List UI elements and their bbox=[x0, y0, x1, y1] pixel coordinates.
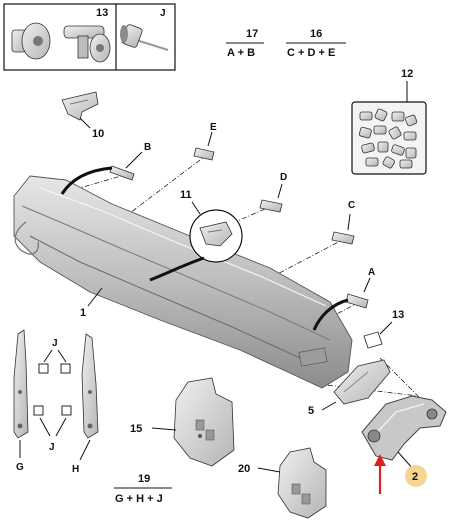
side-bracket-h bbox=[81, 333, 99, 439]
leader-clip-a bbox=[312, 298, 349, 331]
clip-13 bbox=[363, 331, 383, 349]
callout-2: 2 bbox=[412, 471, 418, 483]
callout-17: 17 bbox=[246, 28, 258, 40]
screw-icon bbox=[11, 22, 51, 60]
clip-a bbox=[345, 293, 369, 309]
letter-h: H bbox=[72, 464, 79, 475]
clip-e bbox=[193, 147, 215, 161]
clip-detail-11 bbox=[189, 209, 243, 263]
letter-c: C bbox=[348, 200, 355, 211]
deflector-part-15 bbox=[173, 377, 235, 467]
letter-b: B bbox=[144, 142, 151, 153]
formula-16: C + D + E bbox=[287, 47, 335, 59]
rivet-icon bbox=[120, 24, 169, 51]
clip-d bbox=[259, 199, 283, 213]
bumper-beam-part-1 bbox=[13, 175, 353, 389]
callout-13: 13 bbox=[392, 309, 404, 321]
callout-16: 16 bbox=[310, 28, 322, 40]
letter-j-box: J bbox=[160, 8, 166, 19]
letter-a: A bbox=[368, 267, 375, 278]
callout-5: 5 bbox=[308, 405, 314, 417]
callout-11: 11 bbox=[180, 189, 192, 201]
red-arrow-icon bbox=[374, 454, 386, 494]
formula-19: G + H + J bbox=[115, 493, 163, 505]
clip-b bbox=[109, 165, 135, 181]
clip-kit-box-12 bbox=[351, 101, 427, 175]
callout-13-box: 13 bbox=[96, 7, 108, 19]
letter-g: G bbox=[16, 462, 24, 473]
callout-20: 20 bbox=[238, 463, 250, 475]
bracket-part-10 bbox=[61, 91, 99, 121]
leader-clip-b bbox=[60, 166, 113, 195]
push-clip-icon bbox=[63, 25, 111, 63]
leader-detail-11 bbox=[149, 256, 205, 282]
inset-box-fasteners: 13 J bbox=[3, 3, 176, 71]
spacer-part-5 bbox=[333, 359, 391, 405]
callout-15: 15 bbox=[130, 423, 142, 435]
callout-10: 10 bbox=[92, 128, 104, 140]
clip-c bbox=[331, 231, 355, 245]
letter-e: E bbox=[210, 122, 217, 133]
letter-j-bottom: J bbox=[49, 442, 55, 453]
formula-17: A + B bbox=[227, 47, 255, 59]
letter-j-top: J bbox=[52, 338, 58, 349]
callout-19: 19 bbox=[138, 473, 150, 485]
deflector-part-20 bbox=[277, 447, 327, 519]
callout-12: 12 bbox=[401, 68, 413, 80]
letter-d: D bbox=[280, 172, 287, 183]
side-bracket-g bbox=[13, 329, 29, 439]
bracket-part-2 bbox=[361, 395, 447, 461]
highlight-circle-2 bbox=[405, 465, 427, 487]
callout-1: 1 bbox=[80, 307, 86, 319]
